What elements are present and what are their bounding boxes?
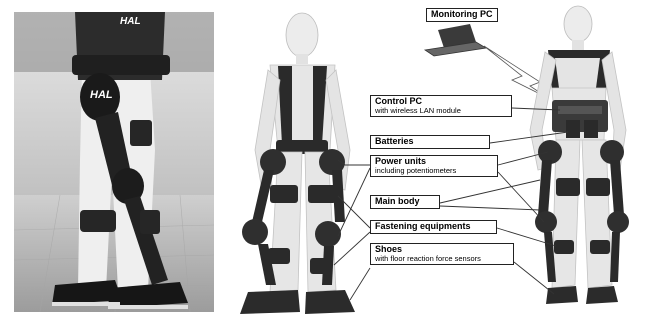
callout-fastening-equipments: Fastening equipments — [370, 220, 497, 234]
callout-monitoring-pc: Monitoring PC — [426, 8, 498, 22]
callout-shoes-subtitle: with floor reaction force sensors — [375, 255, 509, 263]
callout-main-body-title: Main body — [375, 197, 435, 207]
battery-left — [566, 120, 580, 138]
laptop-graphic — [425, 24, 548, 98]
callout-control-pc-subtitle: with wireless LAN module — [375, 107, 507, 115]
callout-power-units-subtitle: including potentiometers — [375, 167, 493, 175]
front-knee-unit-left — [242, 219, 268, 245]
front-view-model — [240, 13, 355, 314]
callout-shoes: Shoes with floor reaction force sensors — [370, 243, 514, 265]
callout-batteries: Batteries — [370, 135, 490, 149]
callout-monitoring-pc-title: Monitoring PC — [431, 10, 493, 20]
callout-batteries-title: Batteries — [375, 137, 485, 147]
callout-control-pc: Control PC with wireless LAN module — [370, 95, 512, 117]
callout-fastening-title: Fastening equipments — [375, 222, 492, 232]
front-knee-unit-right — [315, 221, 341, 247]
battery-right — [584, 120, 598, 138]
front-shoe-right — [305, 290, 355, 314]
photo-panel: HAL HAL — [14, 12, 214, 312]
callout-main-body: Main body — [370, 195, 440, 209]
photo-logo-hip: HAL — [90, 89, 113, 101]
photo-logo-chest: HAL — [120, 16, 141, 27]
back-view-model — [530, 6, 629, 304]
front-shoe-left — [240, 290, 300, 314]
callout-power-units: Power units including potentiometers — [370, 155, 498, 177]
